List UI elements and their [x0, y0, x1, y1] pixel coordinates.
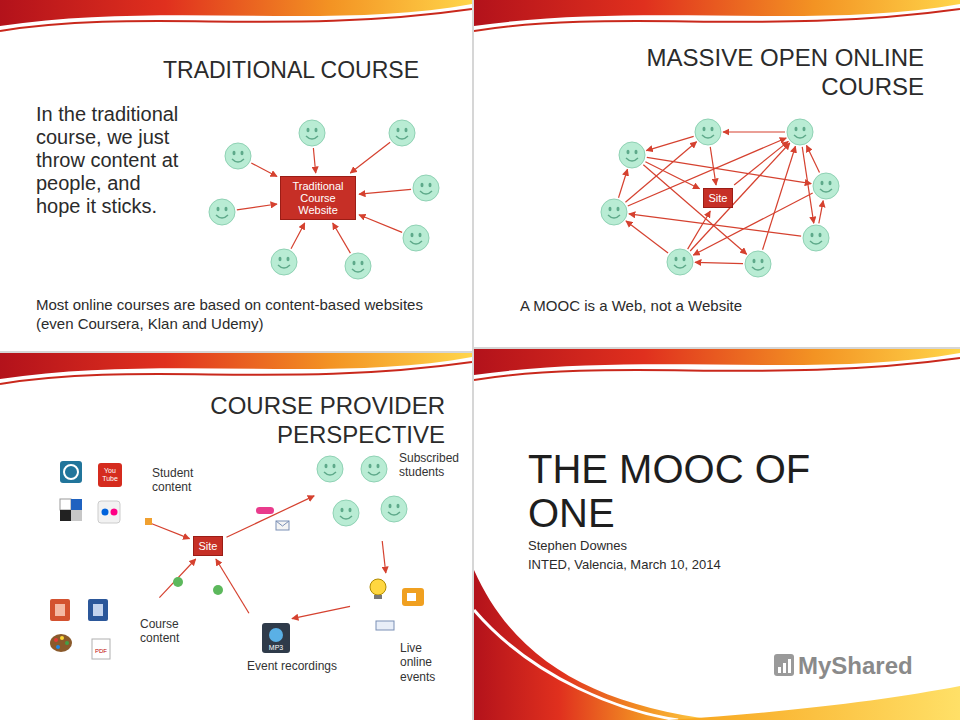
arrow	[710, 147, 716, 185]
student-smiley	[413, 175, 439, 201]
arrow	[159, 559, 195, 598]
group-label: Course content	[140, 617, 200, 646]
student-smiley	[695, 119, 721, 145]
student-smiley	[619, 142, 645, 168]
arrow	[734, 141, 788, 185]
arrow	[619, 169, 628, 197]
site-box: Site	[193, 536, 224, 556]
watermark-logo	[774, 654, 794, 676]
student-smiley	[333, 500, 359, 526]
slide-text: In the traditional course, we just throw…	[36, 103, 186, 218]
student-smiley	[345, 253, 371, 279]
student-smiley	[813, 173, 839, 199]
arrow	[723, 131, 785, 132]
slide-panel: MASSIVE OPEN ONLINE COURSE A MOOC is a We…	[474, 0, 960, 347]
arrow	[643, 165, 746, 254]
box-label: Site	[199, 540, 218, 552]
arrow	[763, 146, 796, 249]
student-smiley	[803, 225, 829, 251]
swoosh	[474, 358, 960, 380]
arrow	[251, 163, 277, 177]
arrow	[645, 162, 699, 189]
arrow	[819, 201, 823, 224]
arrow	[333, 223, 351, 253]
student-smiley	[389, 120, 415, 146]
arrow	[626, 221, 668, 253]
arrow	[629, 214, 801, 236]
swoosh	[474, 9, 960, 31]
arrow	[802, 147, 814, 223]
arrow	[350, 142, 390, 173]
group-label: Event recordings	[247, 659, 357, 673]
student-smiley	[787, 119, 813, 145]
box-label: Traditional Course Website	[286, 180, 350, 216]
student-smiley	[361, 456, 387, 482]
arrow	[359, 189, 411, 194]
group-label: Live online events	[400, 641, 446, 684]
student-smiley	[403, 225, 429, 251]
slide-title: COURSE PROVIDER PERSPECTIVE	[110, 391, 445, 449]
icon-group	[50, 461, 424, 659]
student-smiley	[271, 249, 297, 275]
swoosh	[474, 570, 717, 720]
slide-caption: Most online courses are based on content…	[36, 295, 426, 333]
arrow	[382, 541, 386, 573]
group-label: Student content	[152, 466, 214, 495]
swoosh	[474, 610, 678, 720]
arrow	[695, 262, 743, 263]
watermark: MyShared	[798, 652, 928, 681]
box-label: Site	[709, 192, 728, 204]
arrow	[292, 606, 350, 618]
arrow	[226, 496, 314, 537]
student-smiley	[299, 120, 325, 146]
slide-title: TRADITIONAL COURSE	[163, 57, 463, 85]
arrow	[313, 148, 315, 173]
student-smiley	[209, 199, 235, 225]
arrow	[647, 157, 811, 183]
arrow	[625, 142, 696, 203]
icon-text: You Tube	[98, 467, 122, 484]
swoosh	[0, 9, 472, 31]
author-name: Stephen Downes	[528, 538, 828, 554]
site-box: Traditional Course Website	[280, 176, 356, 220]
slide-caption: A MOOC is a Web, not a Website	[520, 297, 920, 315]
swoosh	[0, 362, 472, 384]
arrow	[646, 136, 693, 150]
student-smiley	[745, 251, 771, 277]
icon-text: PDF	[92, 648, 110, 655]
student-smiley	[381, 496, 407, 522]
student-smiley	[225, 143, 251, 169]
student-smiley	[667, 249, 693, 275]
arrow	[291, 223, 305, 249]
arrow	[807, 146, 820, 173]
student-smiley	[601, 199, 627, 225]
arrow	[690, 143, 790, 251]
event-info: INTED, Valencia, March 10, 2014	[528, 557, 828, 573]
slide-title: THE MOOC OF ONE	[528, 447, 858, 535]
swoosh	[668, 686, 960, 720]
arrow	[688, 211, 711, 249]
student-smiley	[317, 456, 343, 482]
slide-title: MASSIVE OPEN ONLINE COURSE	[584, 43, 924, 101]
slide-panel: TRADITIONAL COURSE In the traditional cou…	[0, 0, 472, 351]
site-box: Site	[703, 188, 734, 208]
arrow	[152, 524, 190, 539]
icon-text: MP3	[262, 644, 290, 652]
arrow	[359, 215, 402, 233]
arrow	[237, 204, 277, 210]
group-label: Subscribed students	[399, 451, 469, 480]
